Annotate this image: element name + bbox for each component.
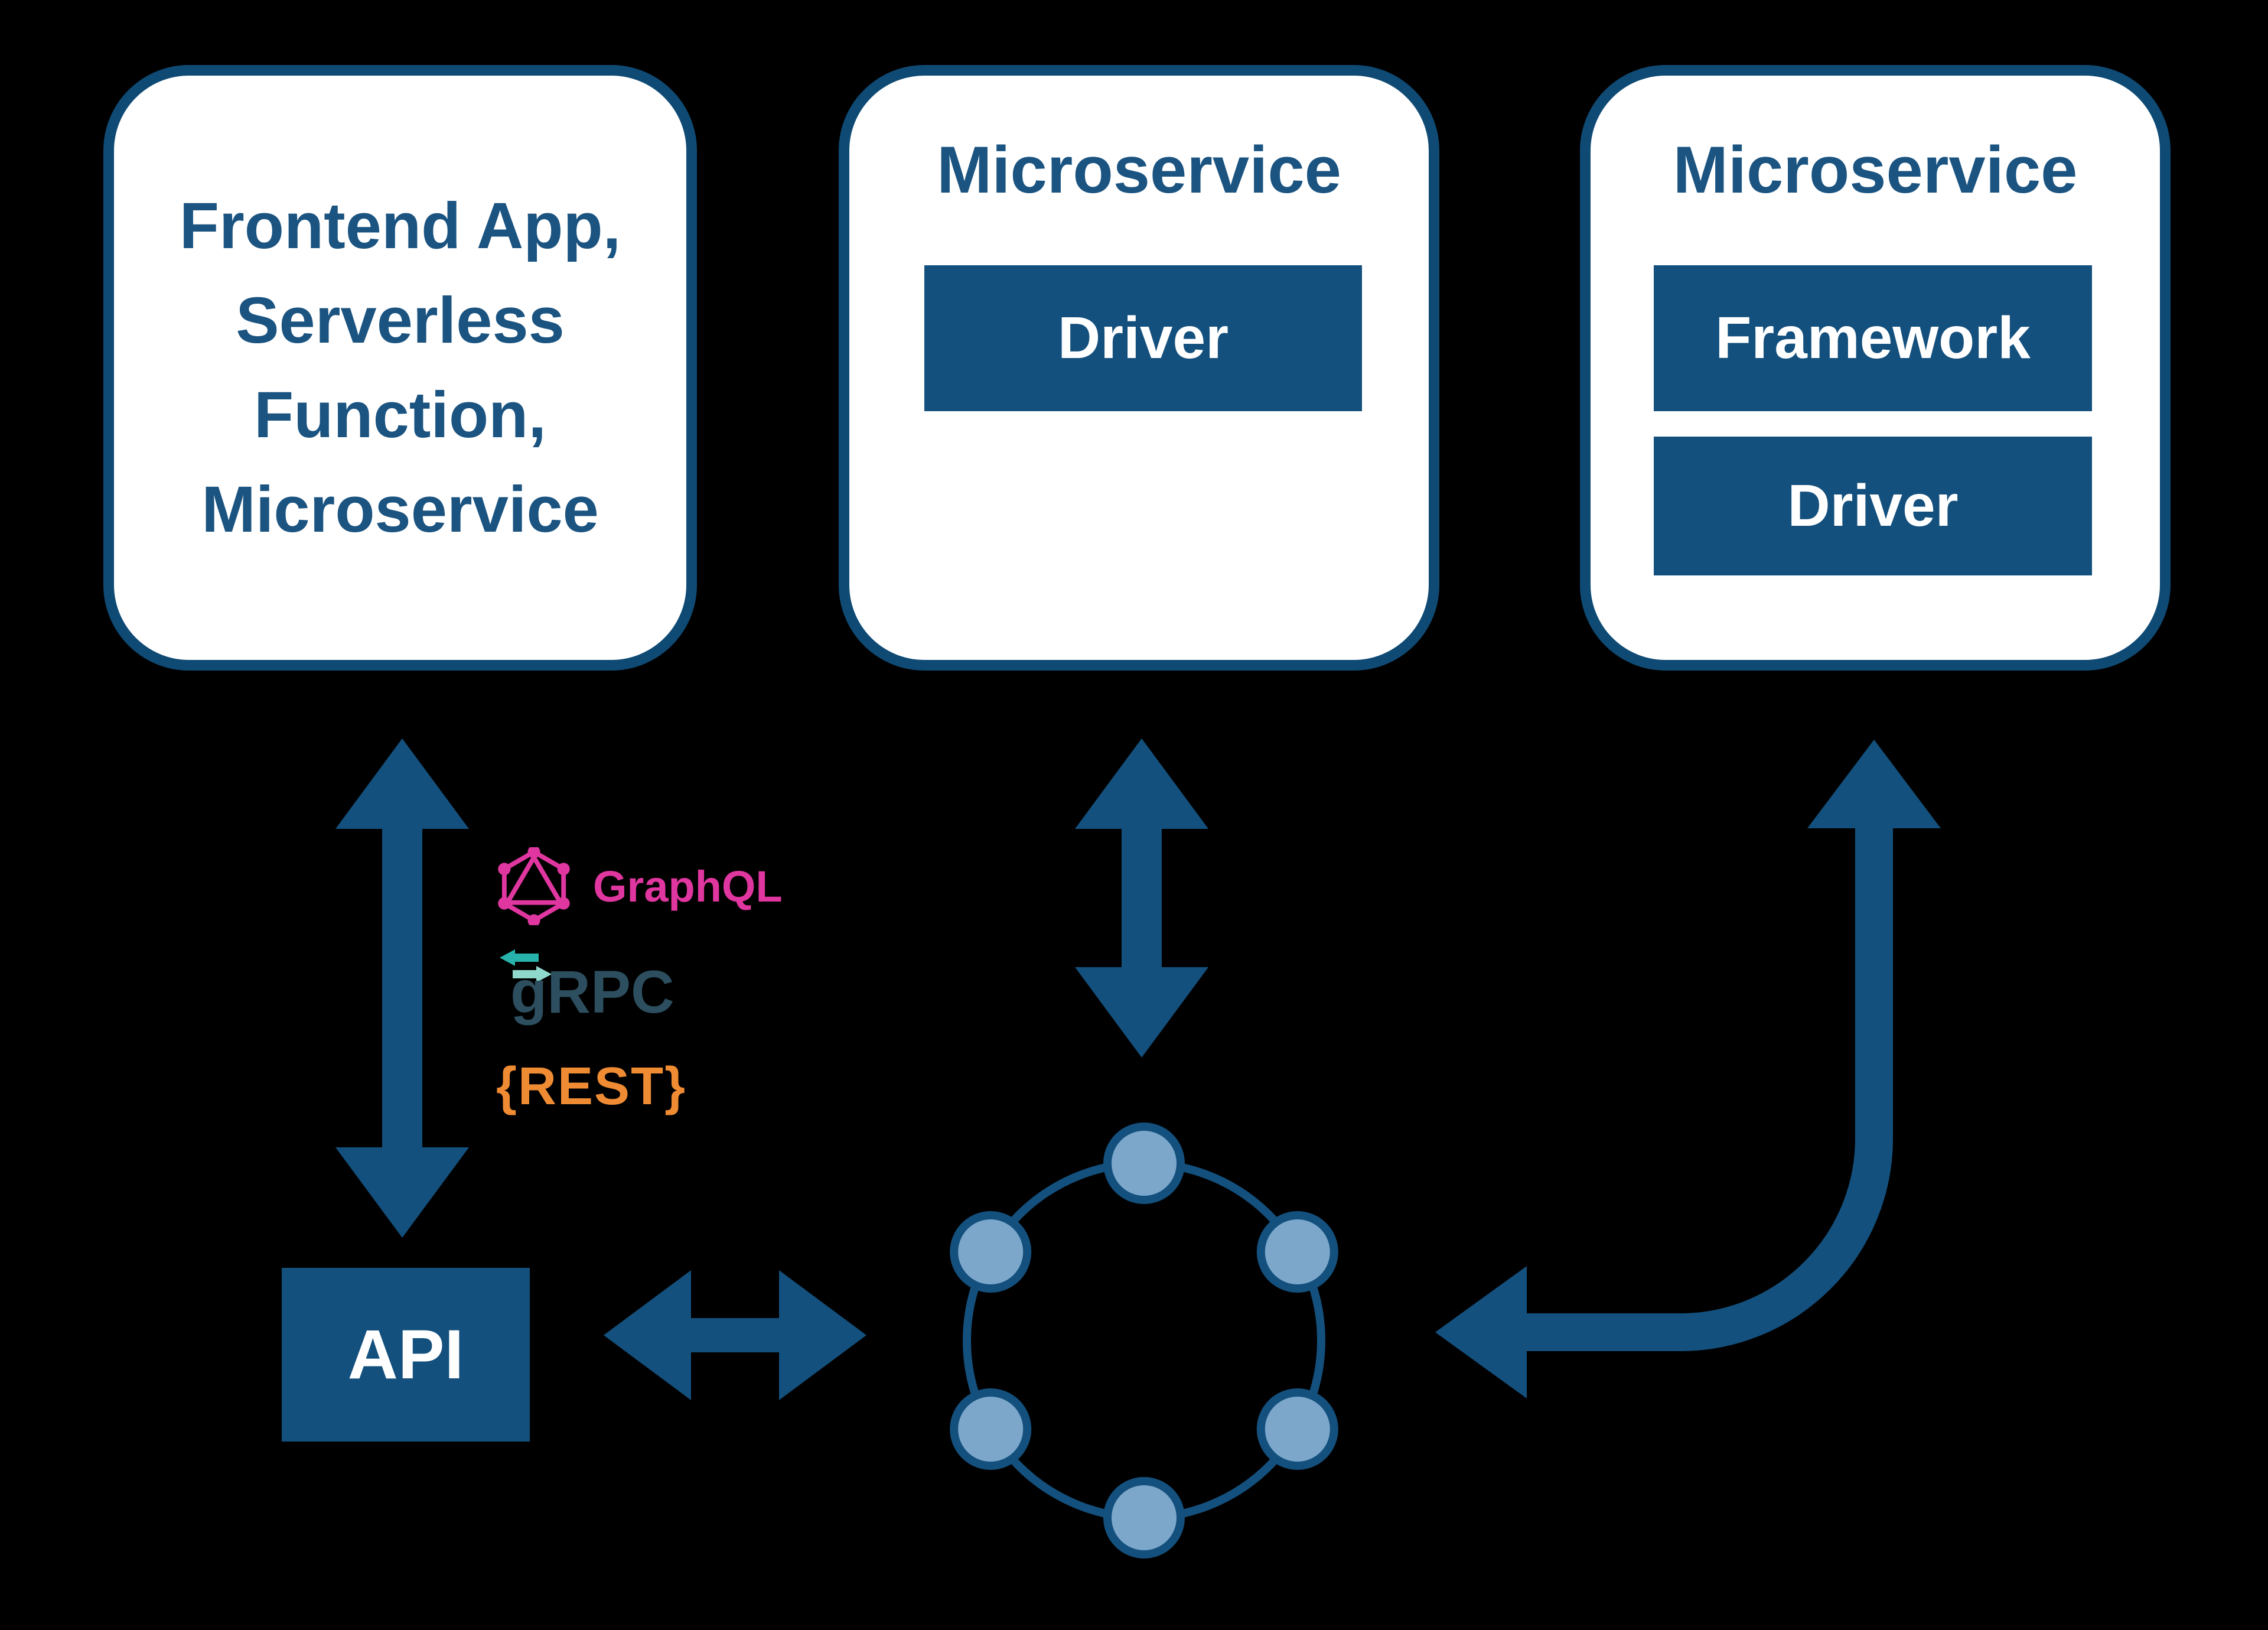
curved-arrow-left-head-icon [1435, 1266, 1527, 1398]
cluster-ring-icon [963, 1159, 1325, 1522]
frontend-line: Function, [254, 378, 546, 451]
frontend-api-double-arrow-icon [335, 738, 469, 1238]
graphql-label: GraphQL [593, 861, 783, 911]
microservice-title: Microservice [1673, 133, 2078, 207]
microservice-cluster-double-arrow-icon [1075, 738, 1208, 1058]
frontend-line: Serverless [236, 284, 565, 357]
frontend-line: Microservice [201, 473, 599, 546]
frontend-box-label: Frontend App, Serverless Function, Micro… [114, 179, 686, 557]
cluster-node-icon [1256, 1388, 1338, 1470]
cluster-node-icon [1103, 1123, 1185, 1204]
cluster-node-icon [1256, 1211, 1338, 1293]
rest-protocol-row: {REST} [496, 1056, 686, 1117]
graphql-hexagon-icon [498, 847, 570, 925]
cluster-node-icon [950, 1211, 1032, 1293]
graphql-protocol-row: GraphQL [495, 846, 783, 926]
frontend-line: Frontend App, [179, 189, 621, 262]
microservice-driver-box: Microservice Driver [839, 65, 1439, 671]
framework-cluster-curved-arrow-icon [1521, 827, 1893, 1351]
cluster-node-icon [1103, 1477, 1185, 1559]
service-cluster [950, 1123, 1338, 1559]
curved-arrow-top-head-icon [1807, 740, 1941, 828]
framework-chip: Framework [1654, 265, 2092, 411]
api-box: API [282, 1268, 530, 1442]
grpc-protocol-row: gRPC [496, 943, 744, 1029]
grpc-label: gRPC [510, 958, 674, 1026]
rest-label: {REST} [496, 1057, 687, 1116]
grpc-arrows-icon [500, 949, 552, 982]
driver-chip: Driver [1654, 437, 2092, 575]
microservice-framework-box: Microservice Framework Driver [1580, 65, 2171, 671]
api-cluster-double-arrow-icon [604, 1270, 866, 1400]
frontend-box: Frontend App, Serverless Function, Micro… [103, 65, 697, 671]
driver-chip: Driver [924, 265, 1362, 411]
microservice-title: Microservice [937, 133, 1341, 207]
cluster-node-icon [950, 1388, 1032, 1470]
